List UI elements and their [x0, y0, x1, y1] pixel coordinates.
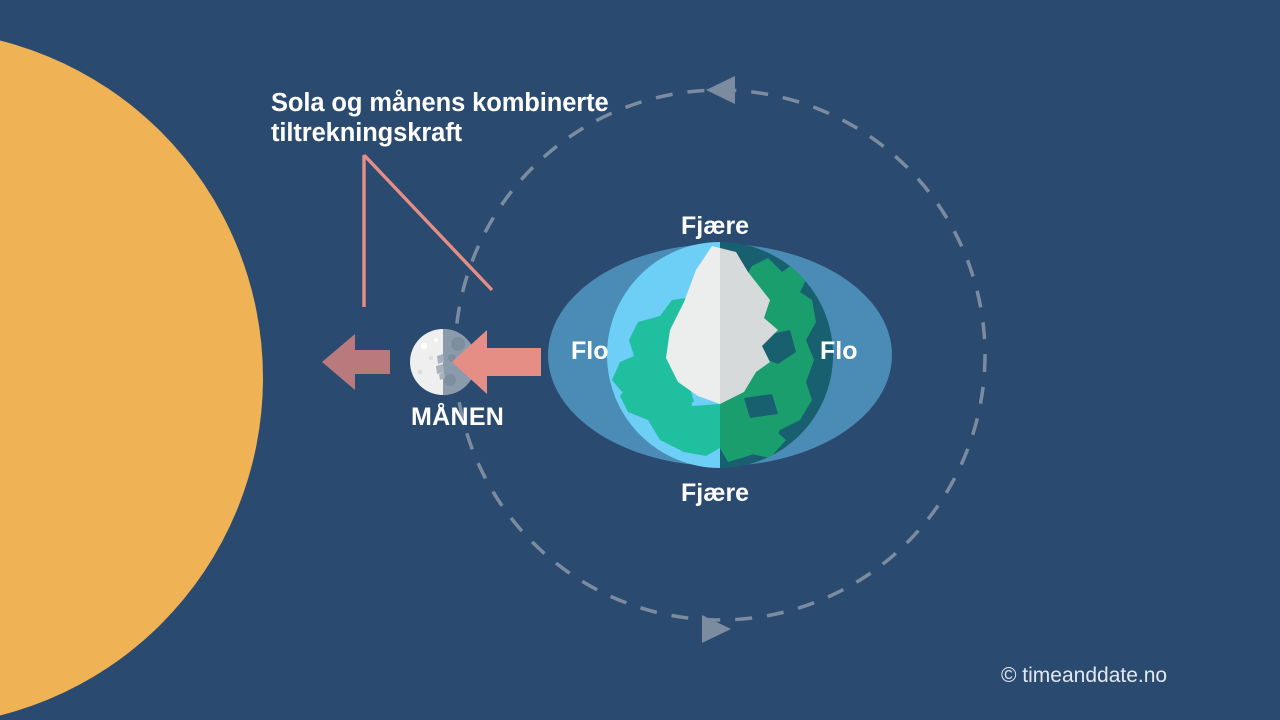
copyright-watermark: © timeanddate.no — [1001, 664, 1168, 687]
force-arrow-near-moon — [452, 330, 541, 394]
label-low-tide-top: Fjære — [681, 212, 750, 240]
orbit-arrowhead-top-icon — [706, 76, 735, 104]
force-arrow-toward-sun — [322, 334, 390, 390]
ice-cap-sunlit — [666, 246, 720, 404]
label-low-tide-bottom: Fjære — [681, 479, 750, 507]
orbit-arrowhead-bottom-icon — [702, 615, 731, 643]
label-moon: MÅNEN — [411, 403, 505, 431]
earth-globe — [607, 242, 833, 468]
label-high-tide-left: Flo — [571, 337, 609, 365]
leader-line-diagonal — [362, 153, 494, 292]
ice-cap-night — [720, 246, 778, 404]
title-line-2: tiltrekningskraft — [271, 119, 463, 148]
moon-craters — [417, 338, 445, 380]
title-line-1: Sola og månens kombinerte — [271, 89, 609, 117]
label-high-tide-right: Flo — [820, 337, 858, 365]
sun — [0, 40, 263, 716]
